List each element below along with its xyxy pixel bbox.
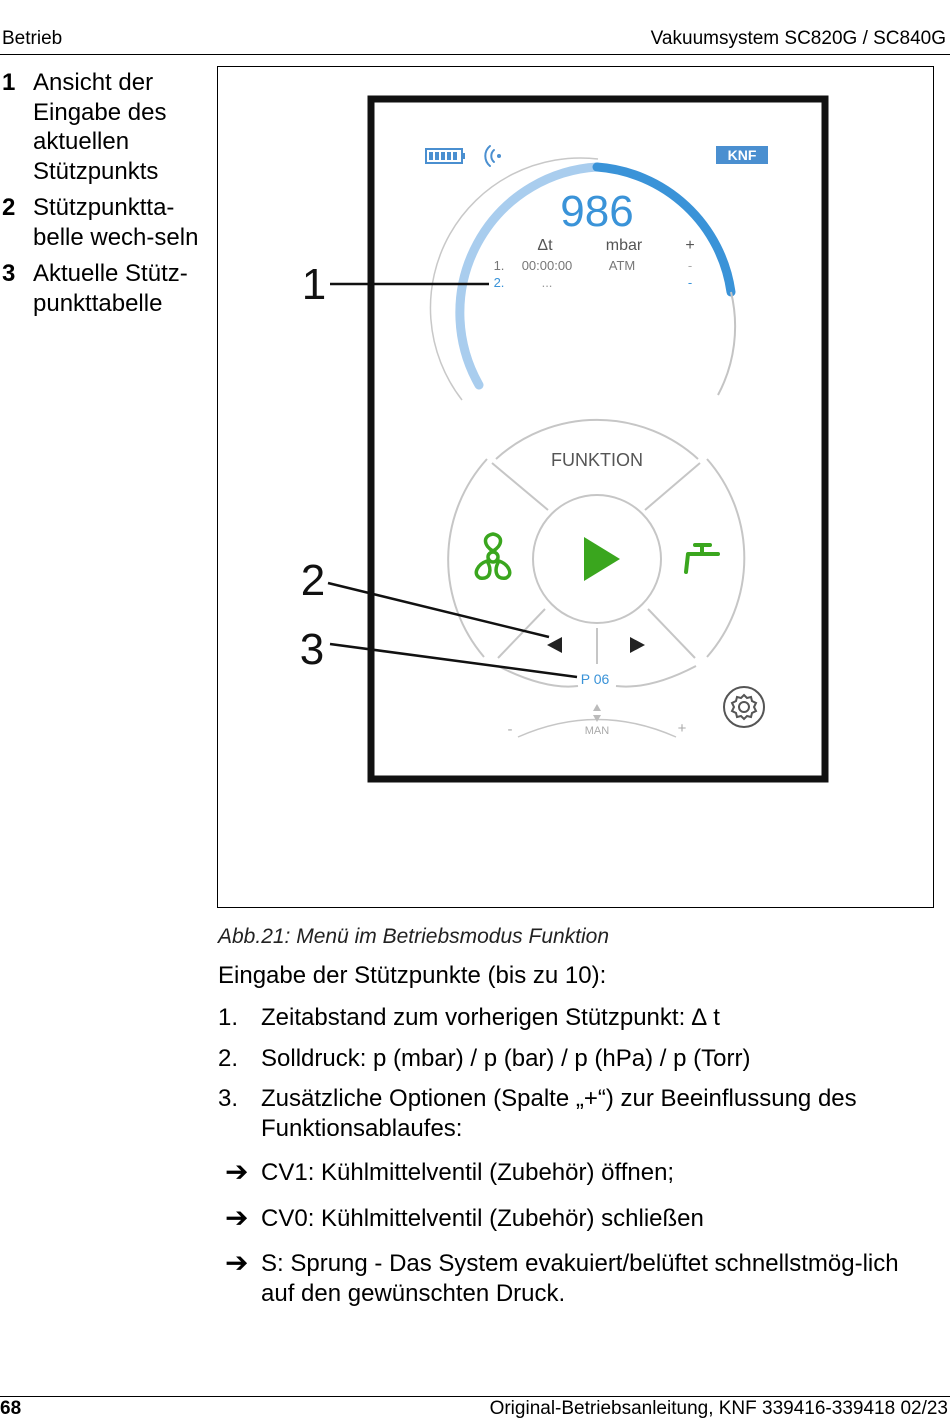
legend-item: 2 Stützpunktta-belle wech-seln (0, 193, 210, 252)
setpoint-row-option[interactable]: - (688, 258, 692, 273)
legend-number: 2 (2, 194, 16, 221)
brand-logo-text: KNF (728, 147, 757, 163)
fan-icon[interactable] (474, 532, 512, 580)
setpoint-table-label[interactable]: P 06 (581, 671, 610, 687)
step-number: 1. (218, 1004, 239, 1031)
footer-rule (0, 1396, 950, 1397)
figure-frame (217, 66, 934, 908)
option-text: CV1: Kühlmittelventil (Zubehör) öffnen; (261, 1159, 675, 1186)
arrow-right-icon: ➔ (225, 1201, 249, 1233)
pressure-gauge-arc-right (592, 162, 736, 297)
list-item: ➔ CV0: Kühlmittelventil (Zubehör) schlie… (225, 1201, 930, 1234)
step-number: 3. (218, 1085, 239, 1112)
battery-icon (425, 148, 465, 164)
wireless-signal-icon (484, 145, 501, 167)
manual-minus-label[interactable]: - (508, 721, 513, 738)
column-header-options: + (685, 237, 694, 254)
vent-valve-icon[interactable] (684, 543, 720, 574)
figure-caption: Abb.21: Menü im Betriebsmodus Funktion (218, 925, 610, 948)
callout-number: 3 (300, 625, 324, 674)
device-screen-illustration: KNF 986 Δt mbar + 1. 00:00:00 ATM - 2. .… (300, 95, 829, 783)
legend-text: Aktuelle Stütz-punkttabelle (33, 260, 188, 317)
step-text: Zeitabstand zum vorherigen Stützpunkt: ∆… (261, 1004, 720, 1031)
step-text: Zusätzliche Optionen (Spalte „+“) zur Be… (261, 1085, 857, 1142)
legend-item: 3 Aktuelle Stütz-punkttabelle (0, 259, 210, 318)
setpoint-row-index: 2. (494, 275, 505, 290)
setpoint-row-time[interactable]: ... (542, 275, 553, 290)
legend-text: Stützpunktta-belle wech-seln (33, 194, 199, 251)
pressure-readout: 986 (560, 187, 633, 236)
setpoint-row-value[interactable]: ATM (609, 258, 635, 273)
step-text: Solldruck: p (mbar) / p (bar) / p (hPa) … (261, 1044, 751, 1072)
device-display-frame (367, 95, 829, 783)
header-section: Betrieb (2, 28, 63, 49)
legend-text: Ansicht der Eingabe des aktuellen Stützp… (33, 69, 167, 185)
option-text: S: Sprung - Das System evakuiert/belüfte… (261, 1250, 899, 1307)
callout-leader-line (327, 581, 550, 639)
list-item: 1. Zeitabstand zum vorherigen Stützpunkt… (218, 1003, 928, 1033)
footer-document-id: Original-Betriebsanleitung, KNF 339416-3… (489, 1398, 948, 1419)
legend-number: 1 (2, 69, 16, 96)
setpoint-row-index: 1. (494, 258, 505, 273)
column-header-delta-t: Δt (537, 237, 553, 254)
column-header-unit: mbar (606, 237, 643, 254)
arrow-right-icon: ➔ (225, 1156, 249, 1187)
pressure-gauge-arc-rest (717, 291, 737, 396)
option-text: CV0: Kühlmittelventil (Zubehör) schließe… (261, 1204, 704, 1232)
list-item: 2. Solldruck: p (mbar) / p (bar) / p (hP… (218, 1044, 928, 1074)
list-item: ➔ S: Sprung - Das System evakuiert/belüf… (225, 1249, 930, 1308)
header-rule (0, 54, 950, 55)
figure-legend: 1 Ansicht der Eingabe des aktuellen Stüt… (0, 68, 210, 325)
next-table-arrow[interactable] (630, 637, 645, 653)
legend-item: 1 Ansicht der Eingabe des aktuellen Stüt… (0, 68, 210, 186)
knf-logo-icon: KNF (716, 146, 768, 164)
play-start-button[interactable] (584, 537, 620, 581)
slider-up-arrow-icon (593, 704, 601, 711)
callout-leader-line (329, 642, 578, 679)
intro-text: Eingabe der Stützpunkte (bis zu 10): (218, 962, 607, 989)
previous-table-arrow[interactable] (547, 637, 562, 653)
callout-number: 1 (302, 260, 326, 309)
options-list: ➔ CV1: Kühlmittelventil (Zubehör) öffnen… (225, 1158, 930, 1324)
header-product: Vakuumsystem SC820G / SC840G (650, 28, 946, 49)
legend-number: 3 (2, 260, 16, 287)
list-item: ➔ CV1: Kühlmittelventil (Zubehör) öffnen… (225, 1158, 930, 1188)
slider-down-arrow-icon (593, 715, 601, 722)
arrow-right-icon: ➔ (225, 1247, 249, 1278)
manual-mode-label: MAN (585, 725, 610, 737)
manual-plus-label[interactable]: + (678, 720, 687, 737)
page-number: 68 (0, 1398, 22, 1419)
mode-label-button[interactable]: FUNKTION (551, 450, 643, 470)
gauge-outer-ring (429, 157, 599, 401)
settings-gear-icon[interactable] (723, 686, 765, 728)
step-number: 2. (218, 1044, 239, 1072)
control-wheel (447, 418, 746, 688)
pressure-gauge-arc-left (455, 162, 602, 390)
callout-number: 2 (301, 556, 325, 605)
setpoint-row-time[interactable]: 00:00:00 (522, 258, 573, 273)
steps-list: 1. Zeitabstand zum vorherigen Stützpunkt… (218, 1003, 928, 1154)
list-item: 3. Zusätzliche Optionen (Spalte „+“) zur… (218, 1084, 928, 1143)
setpoint-row-option[interactable]: - (688, 275, 692, 290)
